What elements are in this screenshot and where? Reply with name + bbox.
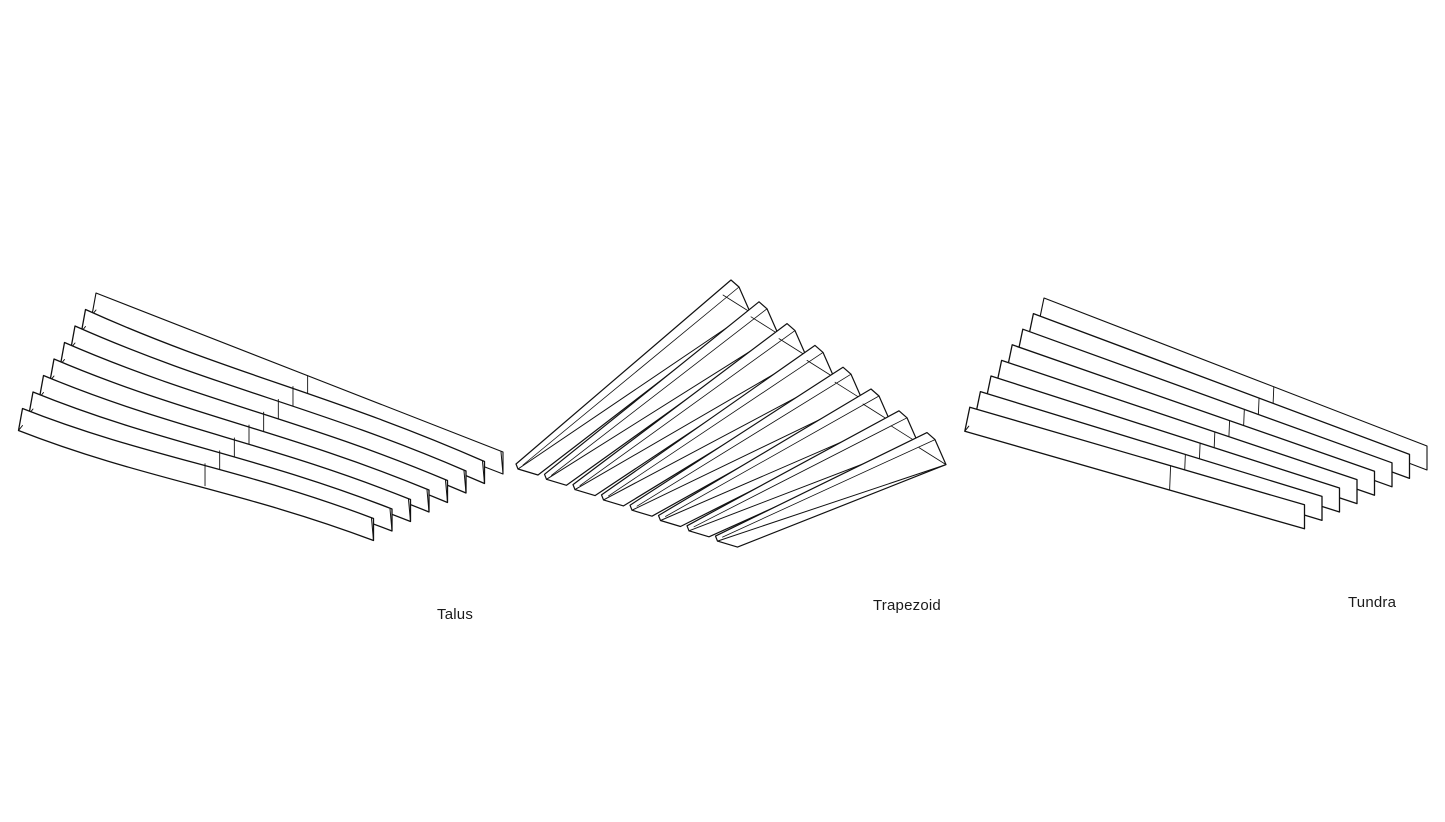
trapezoid-baffle (515, 279, 751, 476)
talus-baffle-edge (18, 425, 23, 431)
trapezoid-baffle-ridge-top (579, 330, 796, 487)
tundra-baffle-edge (964, 425, 970, 432)
trapezoid-baffle-ridge (717, 464, 947, 542)
talus-label: Talus (437, 606, 474, 623)
trapezoid-baffle (629, 366, 863, 517)
talus-baffle-end (500, 451, 504, 475)
trapezoid-baffle-ridge (517, 311, 751, 470)
tundra-baffles-drawing (964, 297, 1428, 530)
trapezoid-baffle-ridge-top (522, 286, 740, 466)
talus-baffle-end (445, 480, 448, 503)
trapezoid-baffle-cap (806, 359, 835, 378)
trapezoid-baffles-drawing (515, 279, 947, 548)
trapezoid-baffle-ridge-top (693, 417, 908, 528)
trapezoid-baffle-ridge-top (636, 373, 852, 507)
trapezoid-baffle-ridge-top (722, 439, 936, 538)
tundra-label: Tundra (1348, 594, 1397, 611)
trapezoid-baffle-cap (918, 447, 947, 466)
trapezoid-baffle-cap (750, 316, 779, 335)
trapezoid-label: Trapezoid (873, 597, 941, 614)
talus-baffle-end (371, 518, 374, 541)
tundra-baffle (964, 406, 1306, 530)
talus-baffle-end (426, 489, 430, 513)
trapezoid-baffle-ridge (546, 333, 779, 480)
talus-baffle-end (482, 461, 485, 484)
trapezoid-baffle-cap (778, 338, 807, 357)
talus-baffle-end (389, 508, 393, 532)
trapezoid-baffle-cap (722, 294, 751, 313)
trapezoid-baffle-ridge-top (608, 351, 824, 497)
talus-baffle-end (463, 470, 467, 494)
trapezoid-baffle (714, 432, 947, 548)
talus-baffle (17, 407, 375, 542)
trapezoid-baffle-ridge-top (665, 395, 880, 517)
trapezoid-baffle-ridge-top (551, 308, 768, 476)
talus-baffle-end (408, 499, 411, 522)
tundra-baffle-joint (1169, 465, 1172, 491)
talus-baffles-drawing (17, 292, 504, 542)
tundra-baffle-face (964, 406, 1306, 530)
